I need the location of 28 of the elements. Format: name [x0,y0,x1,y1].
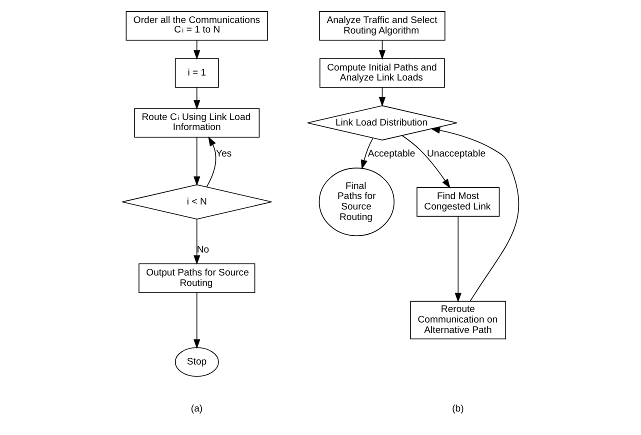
arrow [194,40,200,60]
label: (b) [452,404,464,415]
arrow [360,138,374,170]
arrow [378,40,386,60]
node-box: Analyze Traffic and Select Routing Algorithm [319,11,446,41]
arrow [194,137,200,186]
arrow [194,292,200,349]
node-ellipse: Stop [174,347,219,377]
edge-label: Yes [216,148,232,160]
arrow [430,127,520,302]
node-diamond: i < N [122,184,272,220]
edge-label: No [196,244,210,256]
node-box: Reroute Communication on Alternative Path [410,300,506,340]
node-box: Output Paths for Source Routing [138,263,256,293]
node-box: i = 1 [174,58,219,88]
arrow [194,87,200,110]
edge-label: Unacceptable [426,148,486,160]
node-diamond: Link Load Distribution [307,105,458,140]
arrow [194,218,200,265]
node-box: Find Most Congested Link [416,187,500,217]
edge-label: Acceptable [368,148,416,160]
arrow [402,135,450,188]
label: (a) [190,404,203,415]
arrow [378,87,386,107]
arrow [454,216,462,302]
node-circle: Final Paths for Source Routing [318,168,394,236]
arrow [206,136,216,188]
node-box: Compute Initial Paths and Analyze Link Loads [320,58,445,88]
